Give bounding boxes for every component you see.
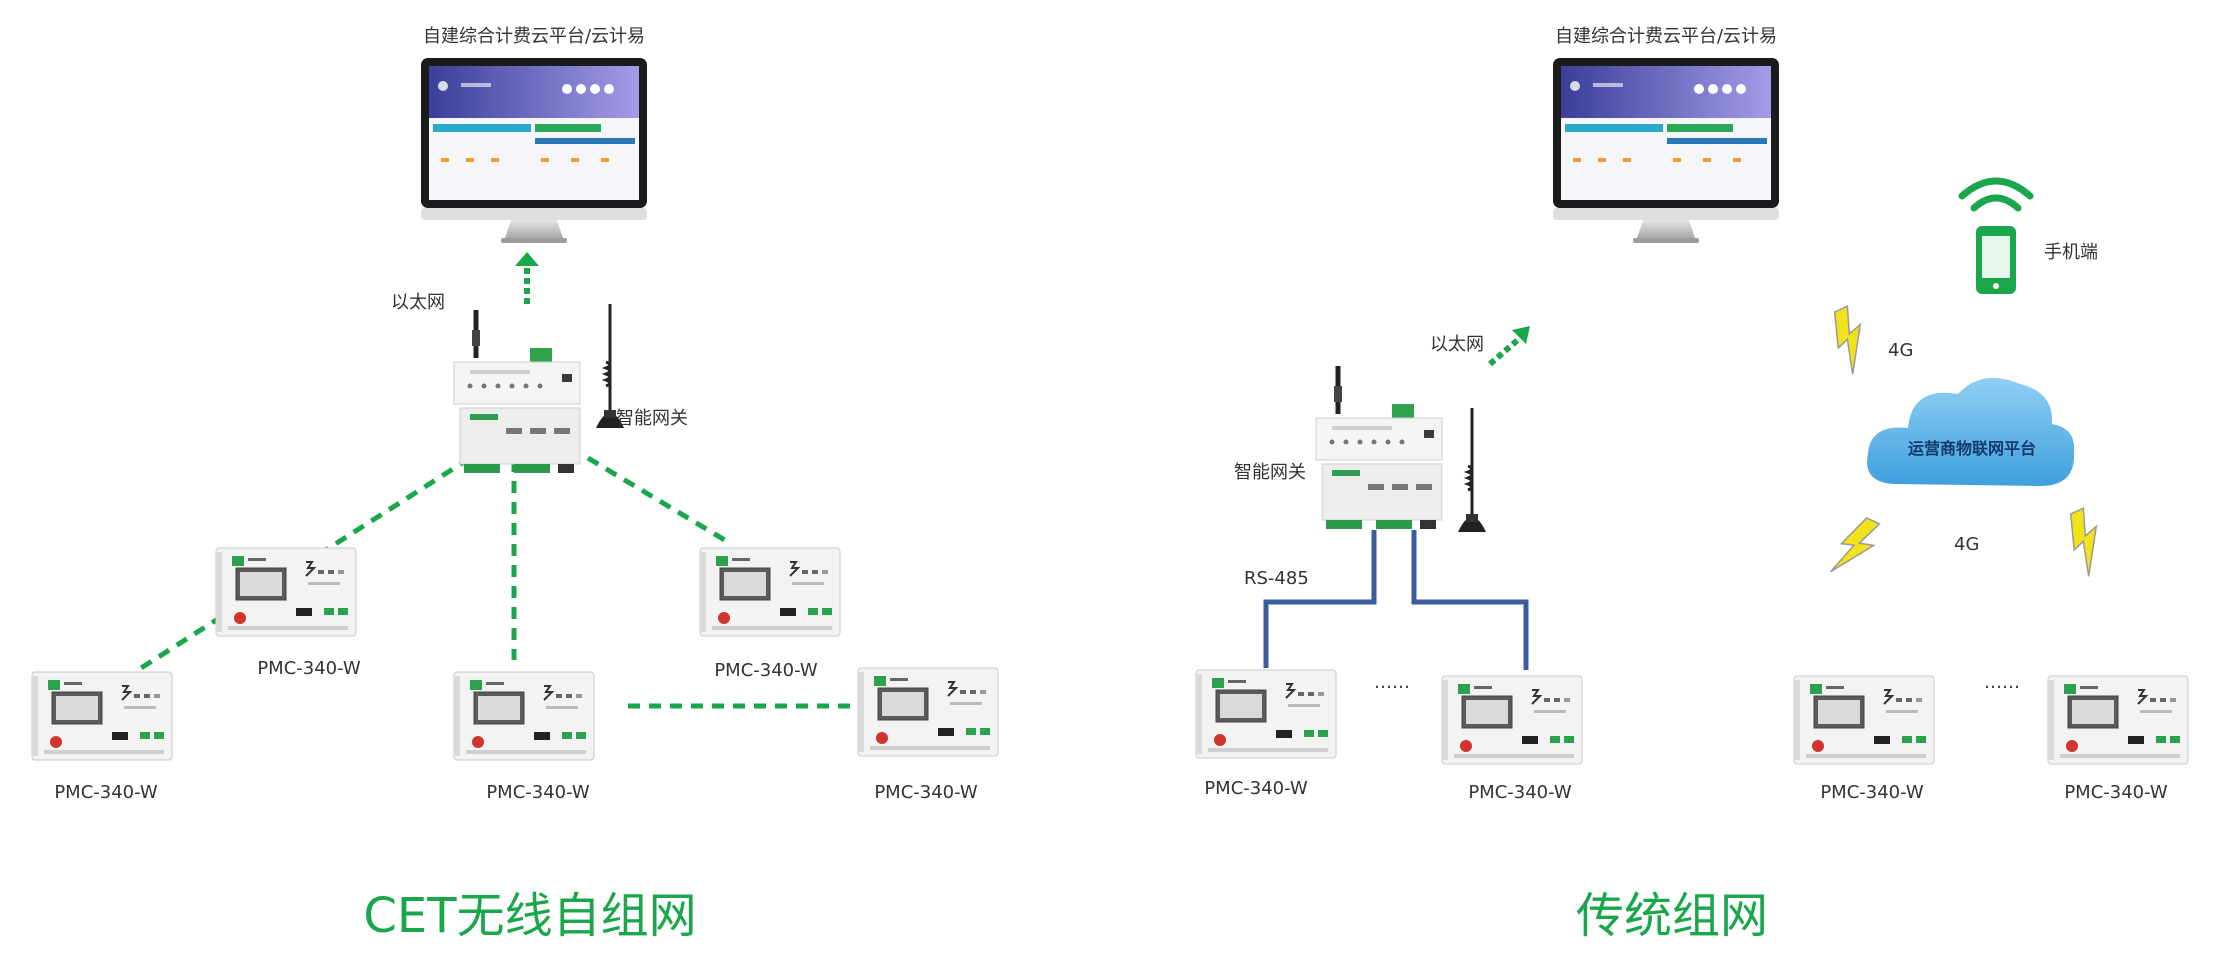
meter-label: PMC-340-W — [874, 782, 978, 803]
cloud-label: 运营商物联网平台 — [1908, 439, 2036, 458]
ethernet-label: 以太网 — [391, 292, 445, 313]
meter-label: PMC-340-W — [486, 782, 590, 803]
meter-icon — [1195, 669, 1337, 759]
cloud-icon — [1867, 377, 2075, 486]
platform-label: 自建综合计费云平台/云计易 — [423, 26, 645, 47]
phone-icon — [1976, 226, 2016, 294]
right-diagram: 自建综合计费云平台/云计易 以太网 智能网关 RS-485 PMC-340-W … — [1195, 26, 2189, 944]
gateway-label: 智能网关 — [616, 408, 688, 429]
meter-label: PMC-340-W — [257, 658, 361, 679]
meter-icon — [1793, 675, 1935, 765]
mobile-label: 手机端 — [2044, 242, 2098, 263]
ellipsis: …… — [1984, 672, 2020, 693]
lightning-icon — [2059, 505, 2115, 578]
left-caption: CET无线自组网 — [363, 888, 696, 944]
monitor-icon — [421, 58, 647, 243]
lightning-icon — [1823, 303, 1879, 376]
left-diagram: 自建综合计费云平台/云计易 以太网 智能网关 PMC-340-W PMC-340… — [31, 26, 999, 944]
network-4g-label: 4G — [1888, 340, 1913, 361]
right-caption: 传统组网 — [1576, 888, 1768, 944]
rs485-label: RS-485 — [1244, 568, 1309, 589]
meter-icon — [1441, 675, 1583, 765]
gateway-icon — [1316, 366, 1442, 529]
meter-icon — [31, 671, 173, 761]
meter-icon — [857, 667, 999, 757]
antenna-icon — [1456, 406, 1488, 534]
platform-label: 自建综合计费云平台/云计易 — [1555, 26, 1777, 47]
ellipsis: …… — [1374, 672, 1410, 693]
lightning-icon — [1828, 512, 1884, 585]
meter-label: PMC-340-W — [1468, 782, 1572, 803]
wifi-icon — [1958, 177, 2034, 212]
meter-icon — [453, 671, 595, 761]
rs485-cable — [1263, 530, 1529, 670]
arrow-up-icon — [1488, 326, 1530, 367]
gateway-label: 智能网关 — [1234, 462, 1306, 483]
network-4g-label: 4G — [1954, 534, 1979, 555]
meter-icon — [699, 547, 841, 637]
meter-label: PMC-340-W — [1820, 782, 1924, 803]
gateway-icon — [454, 310, 580, 473]
meter-icon — [215, 547, 357, 637]
monitor-icon — [1553, 58, 1779, 243]
meter-icon — [2047, 675, 2189, 765]
meter-label: PMC-340-W — [54, 782, 158, 803]
meter-label: PMC-340-W — [2064, 782, 2168, 803]
ethernet-label: 以太网 — [1430, 334, 1484, 355]
arrow-up-icon — [515, 252, 539, 304]
meter-label: PMC-340-W — [714, 660, 818, 681]
meter-label: PMC-340-W — [1204, 778, 1308, 799]
